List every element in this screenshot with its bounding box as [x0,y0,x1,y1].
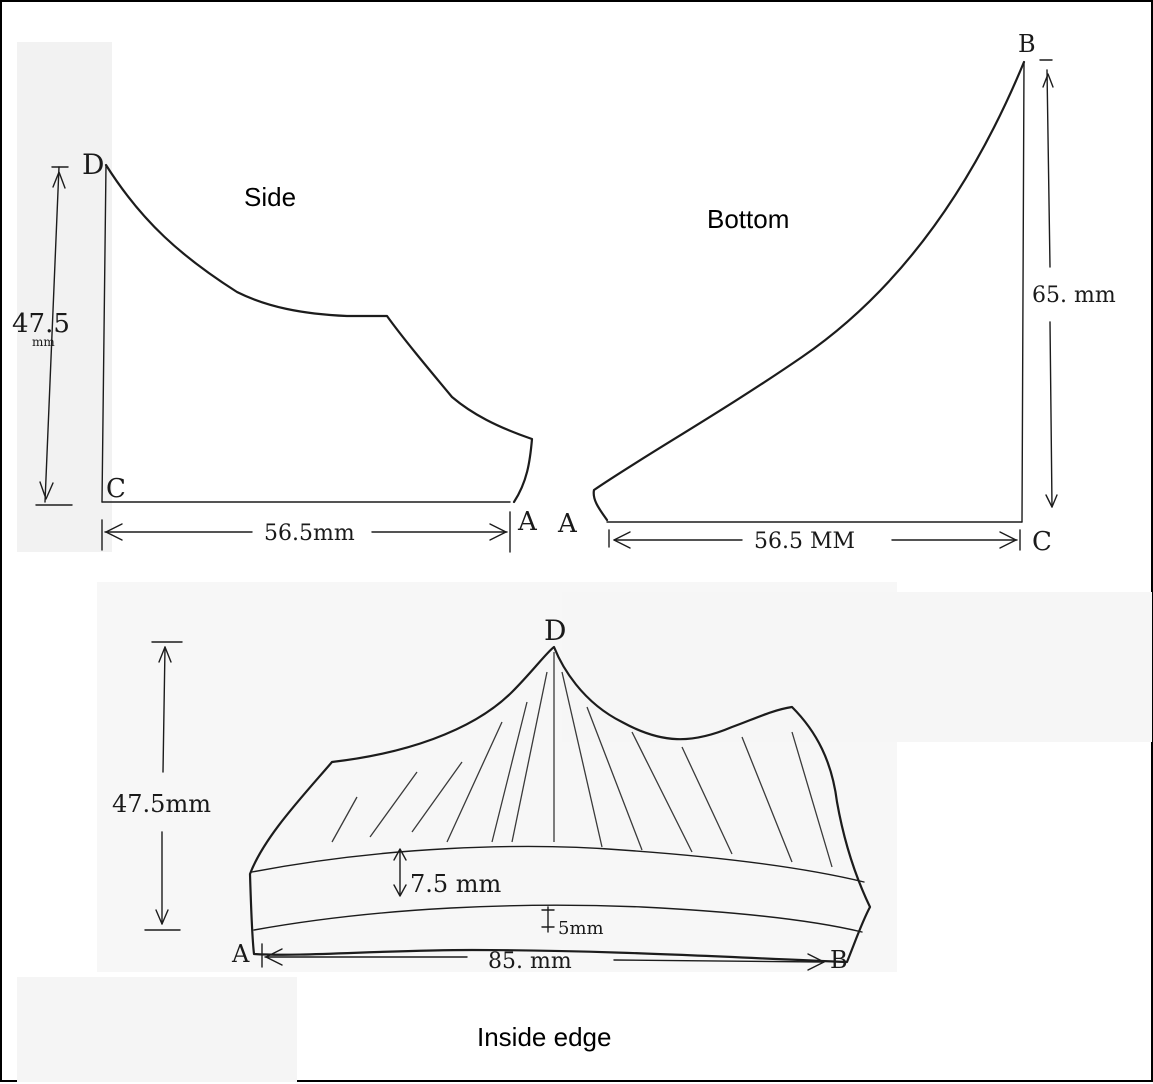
caption-side: Side [244,182,296,212]
caption-bottom: Bottom [707,204,789,234]
inside-edge-view: D A B 47.5mm 7.5 mm 5mm 85. mm [112,614,872,974]
side-label-a: A [517,507,538,537]
bottom-edge-bc [1021,61,1025,523]
caption-inside-edge: Inside edge [477,1022,611,1052]
bottom-view: A B C 65. mm 56.5 MM [557,30,1116,557]
inside-edge-height-label: 47.5mm [112,790,211,818]
side-height-value: 47.5 [12,309,70,339]
inside-edge-outline [248,645,872,964]
bottom-width-label: 56.5 MM [754,529,855,554]
side-height-dim-line [44,166,60,503]
inside-edge-label-b: B [830,946,848,974]
inside-edge-width-label: 85. mm [488,949,572,974]
inside-edge-band-top [251,845,865,883]
inside-edge-label-a: A [231,940,250,968]
inside-edge-lip-label: 5mm [558,918,604,939]
bottom-profile-curve [592,60,1026,522]
side-label-c: C [106,474,126,504]
bottom-height-label: 65. mm [1032,283,1116,308]
bottom-label-a: A [557,509,578,539]
side-profile-curve [104,163,534,504]
inside-edge-band-bottom [253,904,863,933]
side-edge-dc [101,164,107,503]
scan-noise [17,42,1152,1082]
inside-edge-band-label: 7.5 mm [410,870,502,898]
side-height-unit: mm [32,335,55,349]
side-view: D C A 47.5 mm 56.5mm [12,148,538,553]
inside-edge-hatching [331,652,833,868]
side-width-label: 56.5mm [264,521,355,546]
bottom-label-b: B [1018,30,1036,58]
side-label-d: D [82,148,104,181]
bottom-label-c: C [1032,527,1052,557]
inside-edge-label-d: D [544,614,566,647]
